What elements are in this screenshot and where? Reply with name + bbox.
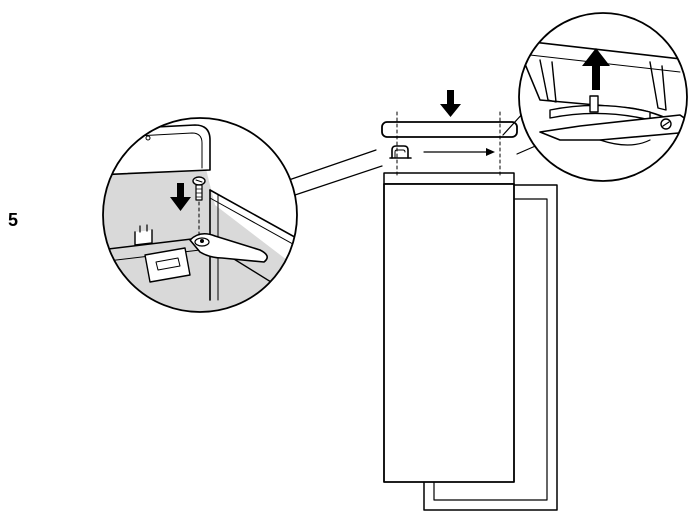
step-number: 5 (8, 210, 19, 230)
detail-circle-left (102, 117, 298, 313)
callout-pointer-left (282, 149, 383, 197)
door-top-edge (383, 172, 515, 185)
hinge-clip (389, 145, 412, 159)
hinge-cover (381, 121, 518, 138)
detail-circle-right (518, 12, 688, 182)
front-door-panel (383, 172, 515, 483)
arrow-up-icon (582, 48, 610, 90)
door-face (383, 183, 515, 483)
arrow-down-icon (440, 90, 461, 117)
arrow-down-icon (170, 183, 191, 211)
back-door-panel (423, 184, 558, 511)
screw-icon (192, 176, 206, 236)
guide-lines (396, 111, 501, 179)
arrow-right-icon (423, 148, 495, 156)
screwdriver-icon (539, 114, 687, 146)
hinge-icon (189, 232, 268, 263)
